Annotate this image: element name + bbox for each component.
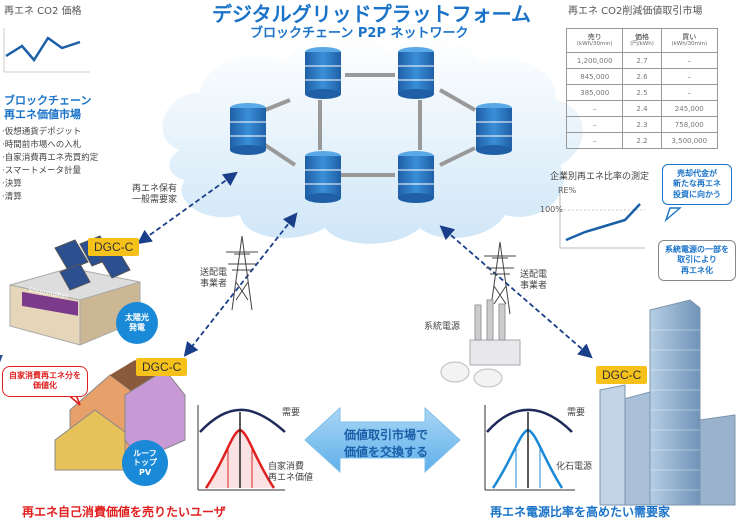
- self-consumption-curve: [197, 405, 286, 491]
- bullet-item: ·決算: [2, 179, 22, 189]
- node-links: [263, 73, 476, 177]
- investment-callout: 売却代金が新たな再エネ投資に向かう: [662, 164, 732, 206]
- re-ratio-ylabel: RE%: [558, 186, 577, 195]
- bullet-item: ·スマートメータ計量: [2, 166, 81, 176]
- grid-conversion-callout: 系統電源の一部を取引により再エネ化: [658, 240, 736, 282]
- left-market-title-2: 再エネ価値市場: [4, 108, 81, 121]
- header-price: 価格(円/kWh): [622, 28, 662, 53]
- bottom-right-caption: 再エネ電源比率を高めたい需要家: [490, 505, 671, 519]
- table-header-row: 売り(kWh/30min) 価格(円/kWh) 買い(kWh/30min): [565, 28, 719, 53]
- transmission-left-label: 送配電事業者: [200, 268, 228, 289]
- demand-right-label: 需要: [567, 408, 586, 418]
- right-market-title: 再エネ CO2削減価値取引市場: [568, 6, 703, 17]
- fossil-curve: [484, 405, 575, 491]
- network-cloud: [162, 35, 583, 244]
- market-table: 売り(kWh/30min) 価格(円/kWh) 買い(kWh/30min) 1,…: [565, 28, 719, 149]
- re-ratio-ytick: 100%: [540, 205, 563, 214]
- page-subtitle: ブロックチェーン P2P ネットワーク: [250, 26, 469, 41]
- solar-badge: 太陽光発電: [116, 302, 158, 344]
- exchange-label: 価値取引市場で価値を交換する: [344, 428, 429, 459]
- dgc-badge-houses: DGC-C: [136, 358, 188, 376]
- callout-tail: [664, 207, 682, 223]
- re-ratio-chart: [559, 192, 645, 249]
- shopping-mall: [9, 235, 141, 346]
- self-consumption-callout: 自家消費再エネ分を価値化: [2, 366, 88, 397]
- bullet-item: ·自家消費再エネ売買約定: [2, 153, 99, 163]
- bullet-item: ·清算: [2, 192, 22, 202]
- power-plant: [440, 299, 521, 388]
- flow-arrows: [137, 171, 593, 359]
- transmission-tower-right: [484, 241, 516, 315]
- self-value-label: 自家消費再エネ価値: [268, 462, 314, 483]
- bullet-item: ·時間前市場への入札: [2, 140, 82, 150]
- exchange-arrow: [304, 406, 461, 474]
- houses: [0, 355, 186, 471]
- dgc-badge-city: DGC-C: [596, 366, 648, 384]
- co2-price-chart: [3, 28, 90, 73]
- header-sell: 売り(kWh/30min): [565, 28, 624, 53]
- re-ratio-title: 企業別再エネ比率の測定: [550, 172, 650, 182]
- grid-power-label: 系統電源: [424, 322, 461, 332]
- city-buildings: [599, 299, 736, 506]
- transmission-tower-left: [226, 235, 258, 311]
- page-title: デジタルグリッドプラットフォーム: [212, 2, 531, 26]
- header-buy: 買い(kWh/30min): [660, 28, 719, 53]
- transmission-right-label: 送配電事業者: [520, 270, 548, 291]
- left-market-title-1: ブロックチェーン: [4, 94, 92, 107]
- co2-price-label: 再エネ CO2 価格: [4, 6, 82, 17]
- fossil-label: 化石電源: [556, 462, 593, 472]
- dgc-badge-mall: DGC-C: [88, 238, 140, 256]
- blockchain-nodes: [230, 47, 512, 203]
- re-holding-label: 再エネ保有一般需要家: [132, 184, 178, 205]
- left-market-bullets: ·仮想通貨デポジット ·時間前市場への入札 ·自家消費再エネ売買約定 ·スマート…: [2, 126, 98, 204]
- demand-left-label: 需要: [282, 408, 301, 418]
- bottom-left-caption: 再エネ自己消費価値を売りたいユーザ: [22, 505, 226, 519]
- bullet-item: ·仮想通貨デポジット: [2, 127, 82, 137]
